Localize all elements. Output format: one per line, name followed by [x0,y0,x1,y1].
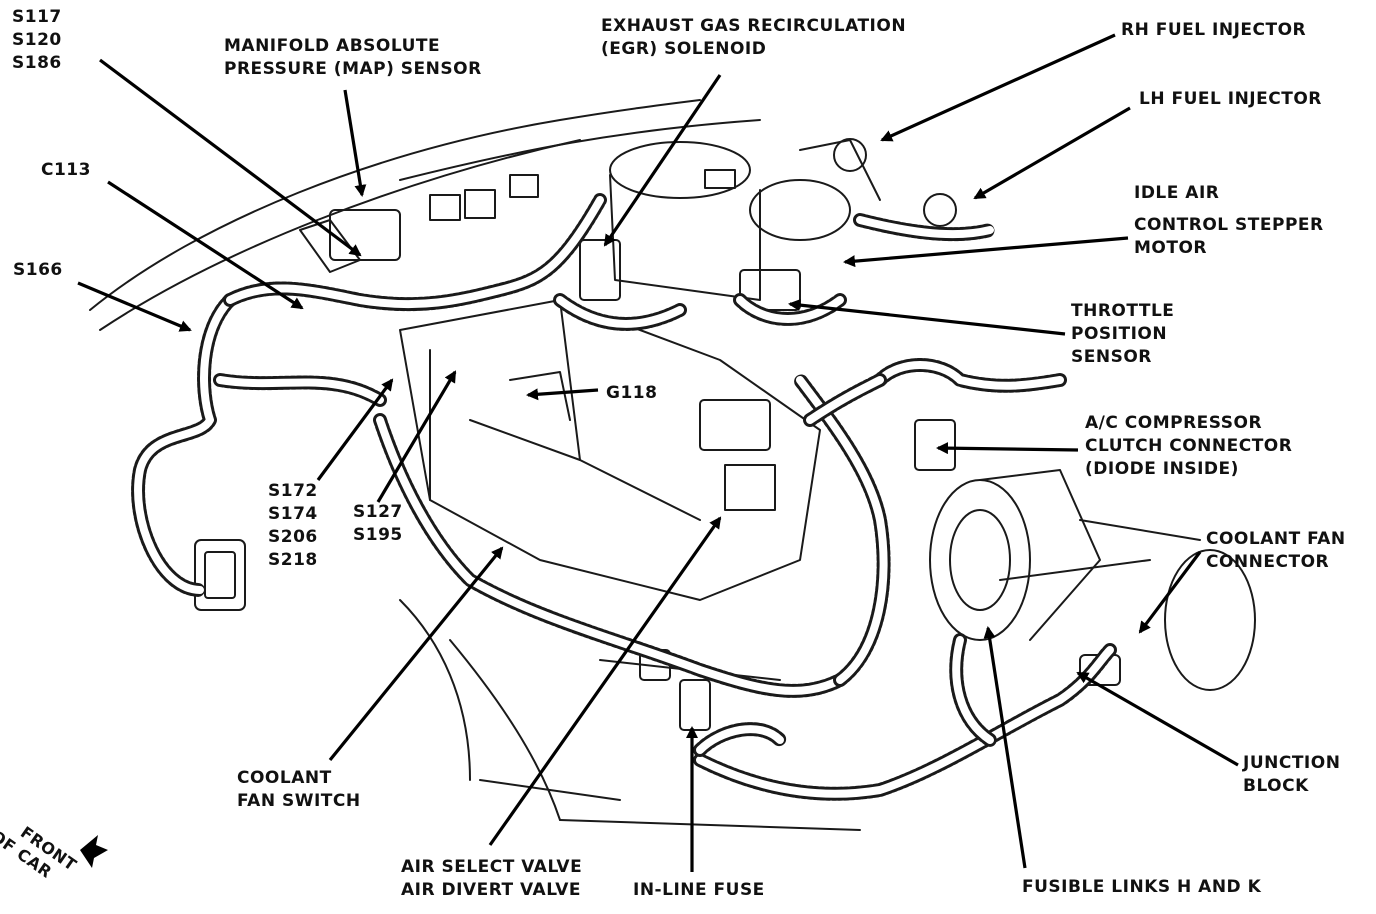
cowl-line [399,119,761,181]
label-ac-compressor: A/C COMPRESSOR CLUTCH CONNECTOR (DIODE I… [1085,413,1293,479]
leader-junction [1076,671,1239,767]
label-egr-solenoid: EXHAUST GAS RECIRCULATION (EGR) SOLENOID [601,16,907,59]
leader-lines [77,33,1239,872]
label-g118: G118 [606,383,658,403]
leader-map-sensor [343,89,367,197]
leader-egr [603,74,722,247]
label-junction-block: JUNCTION BLOCK [1243,753,1341,796]
leader-splices-center [316,378,394,481]
leader-throttle [788,299,1066,336]
map-sensor-shape [329,209,401,261]
label-throttle-sensor: THROTTLE POSITION SENSOR [1071,301,1175,367]
label-lh-injector: LH FUEL INJECTOR [1139,89,1322,109]
left-connector-shape [194,539,246,611]
rh-injector-shape [833,138,867,172]
label-c113: C113 [41,160,91,180]
label-s166: S166 [13,260,63,280]
ac-compressor-shape [929,479,1031,641]
leader-g118 [526,388,599,401]
egr-solenoid-shape [579,239,621,301]
coolant-fan-shape [1164,549,1256,691]
leader-c113 [107,180,304,310]
label-idle-air: IDLE AIR CONTROL STEPPER MOTOR [1134,183,1324,258]
label-inline-fuse: IN-LINE FUSE [633,880,765,900]
inline-fuse-shape [679,679,711,731]
leader-lh-injector [973,106,1131,200]
label-fusible-links: FUSIBLE LINKS H AND K [1022,877,1262,897]
label-splices-top-left: S117 S120 S186 [12,7,62,73]
leader-fusible-links [983,626,1027,869]
label-splices-center: S172 S174 S206 S218 [268,481,318,570]
leader-coolant-switch [328,546,504,762]
label-coolant-fan-connector: COOLANT FAN CONNECTOR [1206,529,1346,572]
fender-inner [99,139,581,331]
leader-splices-top-left [99,58,362,257]
label-map-sensor: MANIFOLD ABSOLUTE PRESSURE (MAP) SENSOR [224,36,482,79]
leader-ac [936,442,1079,455]
label-s127: S127 S195 [353,502,403,545]
leader-s166 [77,281,192,332]
leader-idle-air [843,236,1129,268]
label-rh-injector: RH FUEL INJECTOR [1121,20,1307,40]
lh-injector-shape [923,193,957,227]
fender-outline [89,99,701,311]
front-arrow-icon [80,835,108,868]
leader-s127 [376,370,457,503]
label-air-valve: AIR SELECT VALVE AIR DIVERT VALVE [401,857,583,900]
air-cleaner [609,141,751,199]
leader-air-valve [488,516,722,846]
leader-coolant-fan-connector [1138,551,1202,634]
leader-rh-injector [880,33,1116,142]
label-coolant-fan-switch: COOLANT FAN SWITCH [237,768,361,811]
